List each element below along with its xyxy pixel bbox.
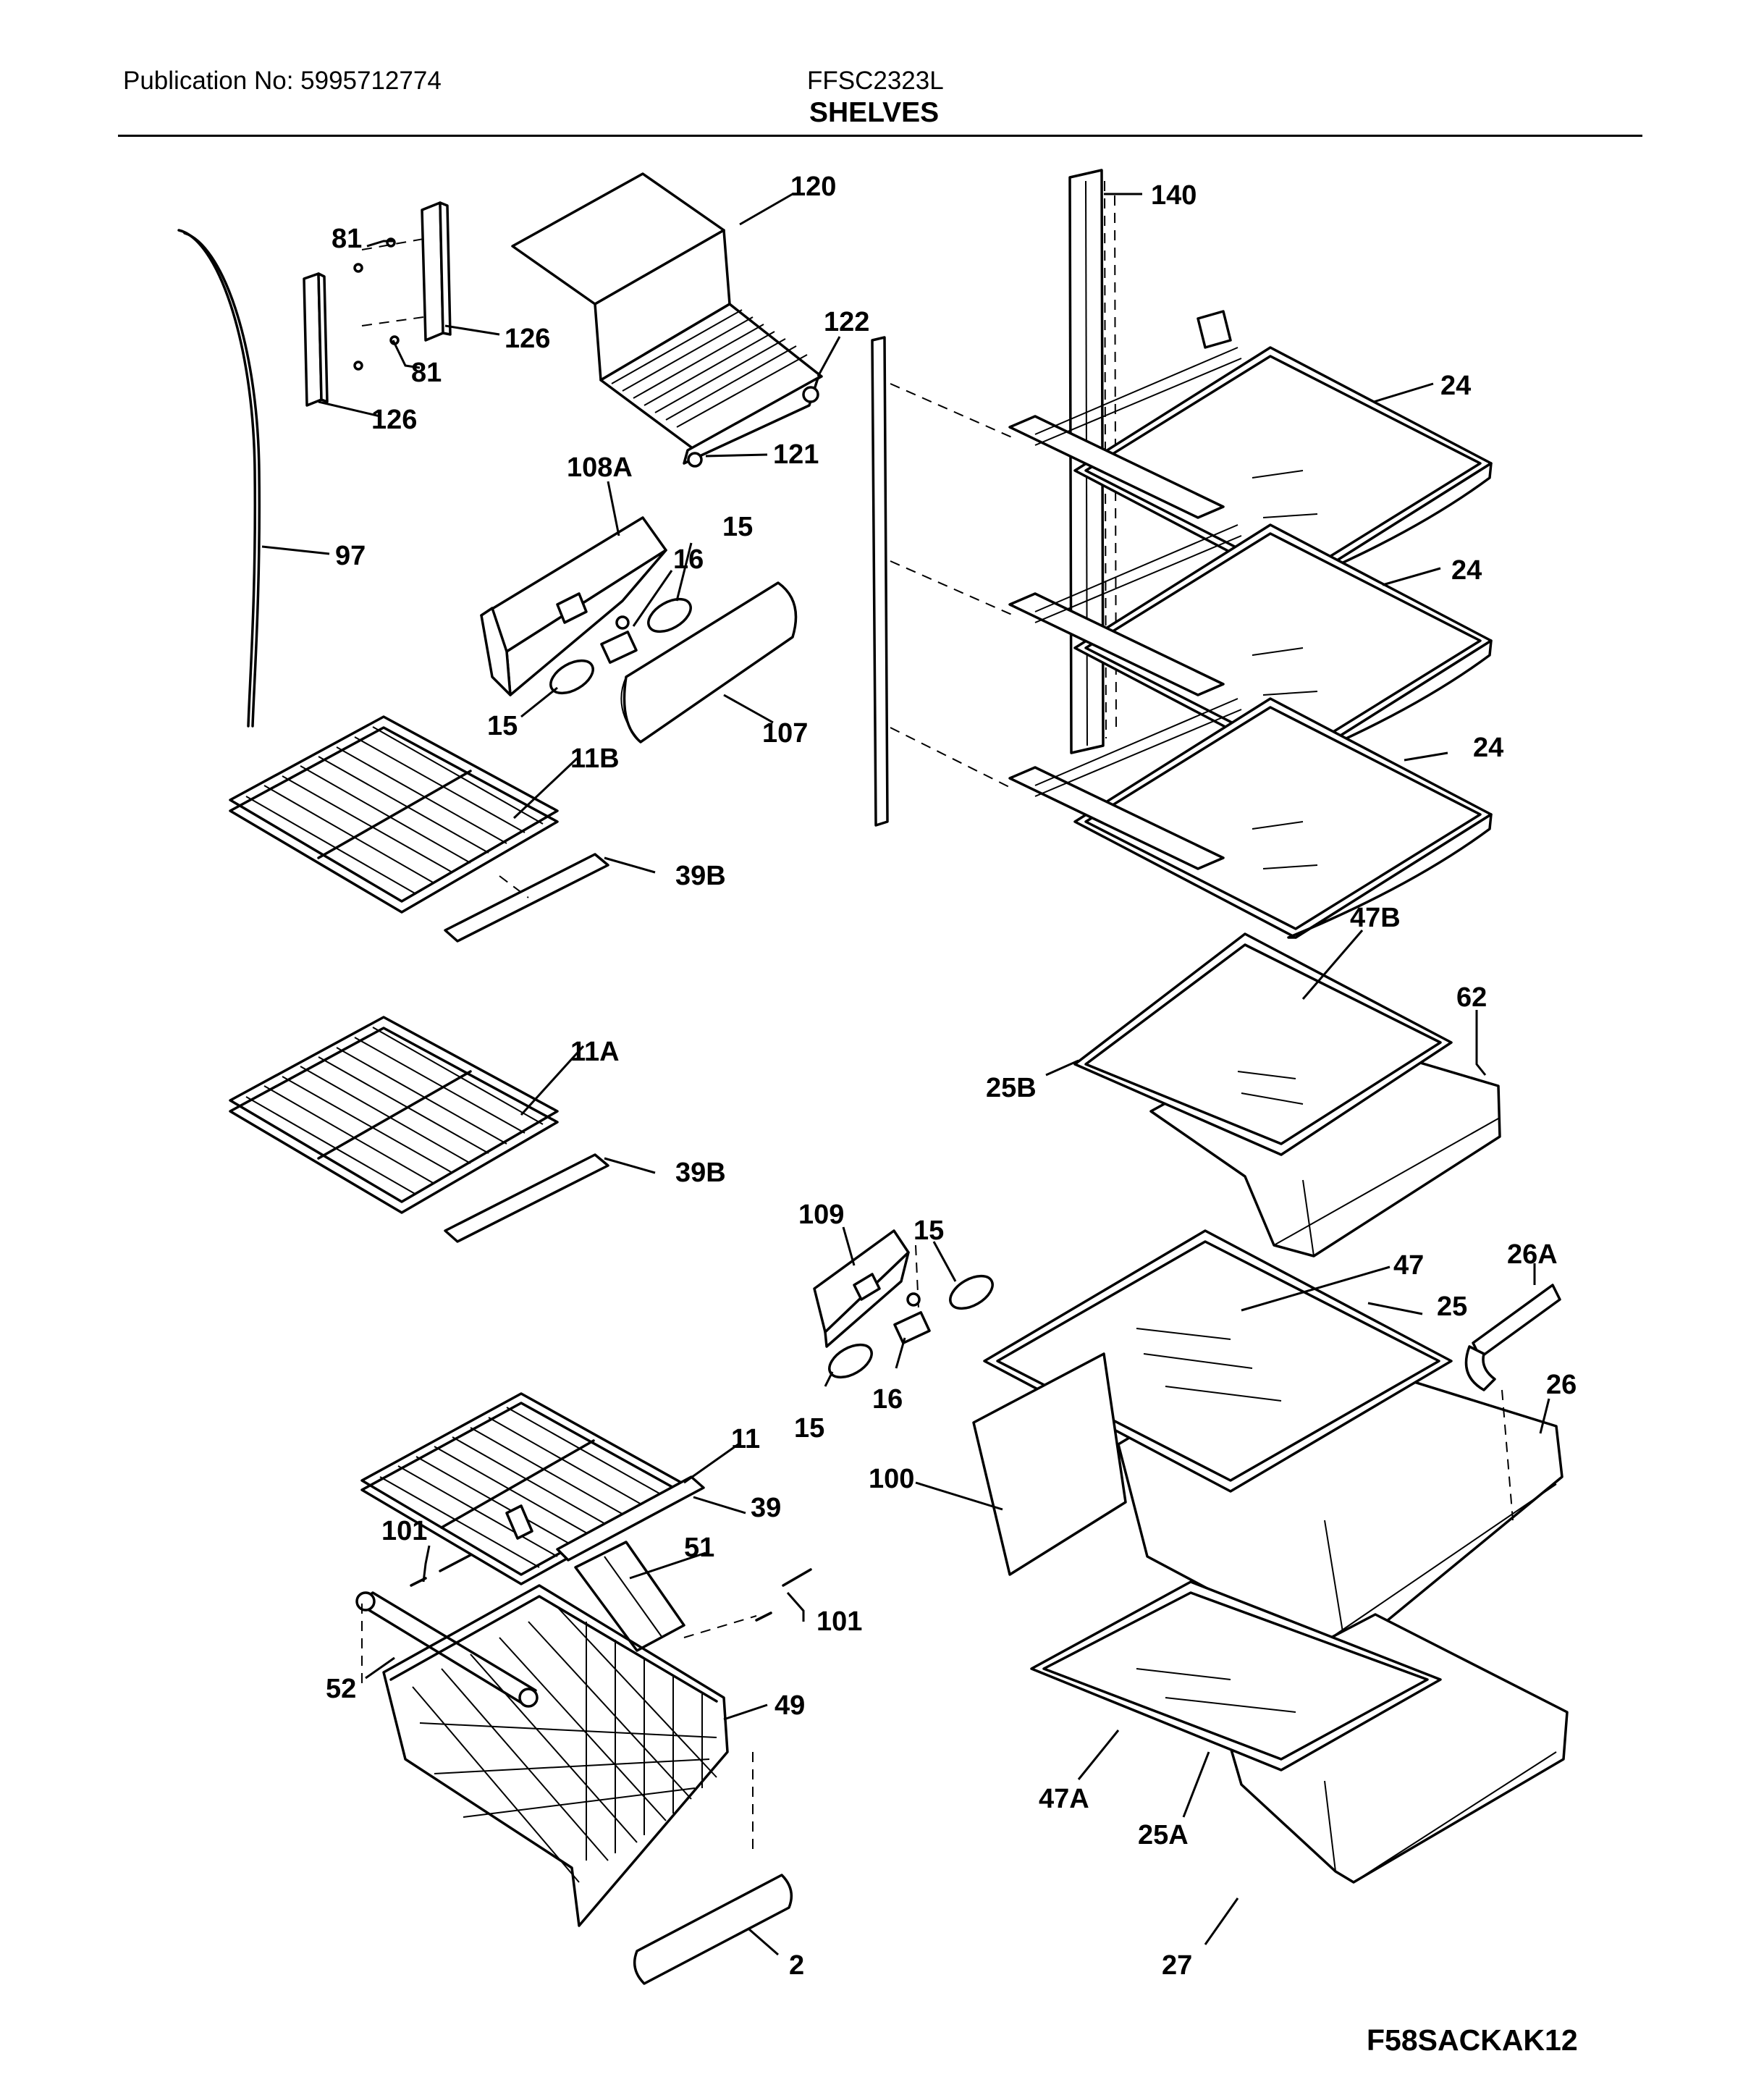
part-39B-trim-a [444, 853, 609, 943]
label-97: 97 [335, 541, 366, 571]
part-25-crisper-cover [983, 1229, 1453, 1493]
label-15-c: 15 [913, 1216, 944, 1246]
publication-number: Publication No: 5995712774 [123, 67, 442, 95]
part-16-socket-a [600, 615, 638, 664]
label-26A: 26A [1507, 1239, 1558, 1270]
label-2: 2 [789, 1950, 804, 1981]
page-title: SHELVES [809, 97, 940, 128]
part-97-tube [177, 229, 261, 728]
part-16-socket-b [893, 1292, 931, 1344]
part-11A-wire-shelf [229, 1016, 559, 1214]
label-47B: 47B [1350, 903, 1401, 933]
part-39B-trim-b [444, 1153, 609, 1243]
part-11B-wire-shelf [229, 715, 559, 914]
model-number: FFSC2323L [807, 67, 944, 95]
part-15-bulb-b [828, 1274, 994, 1379]
label-15-a: 15 [722, 512, 753, 542]
part-47-cover-glass [1136, 1328, 1282, 1402]
label-24-a: 24 [1440, 371, 1471, 401]
part-2-basket-trim [633, 1874, 793, 1985]
label-27: 27 [1162, 1950, 1192, 1981]
label-81-a: 81 [332, 224, 362, 254]
label-16-a: 16 [673, 544, 704, 575]
part-140-rail [871, 169, 1117, 827]
label-126-b: 126 [371, 405, 417, 435]
leader-lines [261, 193, 1550, 1956]
label-24-c: 24 [1473, 733, 1503, 763]
label-101-a: 101 [381, 1516, 427, 1546]
label-107: 107 [762, 718, 808, 749]
label-25B: 25B [986, 1073, 1037, 1103]
label-16-b: 16 [872, 1384, 903, 1415]
part-25A-crisper-cover [1030, 1580, 1442, 1771]
part-39-trim [556, 1475, 705, 1562]
label-52: 52 [326, 1674, 356, 1704]
part-25B-crisper-cover [1073, 932, 1453, 1156]
label-51: 51 [684, 1533, 714, 1563]
part-47A-cover-glass [1136, 1668, 1296, 1713]
label-15-d: 15 [794, 1413, 824, 1444]
part-24-glass-shelves [890, 310, 1493, 939]
label-101-b: 101 [816, 1606, 862, 1637]
label-11B: 11B [570, 743, 620, 774]
label-39B-b: 39B [675, 1158, 726, 1188]
label-39: 39 [751, 1493, 781, 1523]
part-26A-slide-bracket [1464, 1284, 1561, 1521]
label-15-b: 15 [487, 711, 518, 741]
label-26: 26 [1546, 1370, 1577, 1400]
label-81-b: 81 [411, 358, 442, 388]
label-47: 47 [1393, 1250, 1424, 1281]
label-121: 121 [773, 439, 819, 470]
label-47A: 47A [1039, 1784, 1089, 1814]
diagram-code: F58SACKAK12 [1367, 2023, 1578, 2057]
label-109: 109 [798, 1200, 844, 1230]
callout-labels: 120 140 81 126 81 122 126 121 24 108A 15… [326, 172, 1577, 1981]
label-120: 120 [790, 172, 836, 202]
part-47B-cover-glass [1237, 1071, 1304, 1105]
label-25A: 25A [1138, 1820, 1189, 1850]
part-15-bulb-a [549, 597, 692, 695]
part-108A-light-housing [480, 516, 667, 696]
part-107-light-shield [620, 581, 798, 743]
part-120-tray [511, 172, 823, 468]
label-140: 140 [1151, 180, 1197, 211]
label-24-b: 24 [1451, 555, 1482, 586]
part-109-light-housing [813, 1229, 920, 1348]
label-108A: 108A [567, 452, 633, 483]
part-100-divider [972, 1352, 1127, 1576]
label-49: 49 [775, 1690, 805, 1721]
part-49-wire-basket [361, 1584, 754, 1927]
label-126-a: 126 [505, 324, 550, 354]
label-39B-a: 39B [675, 861, 726, 891]
header-rule [118, 135, 1642, 137]
part-51-slide-rail [505, 1504, 685, 1652]
part-11-wire-shelf [360, 1392, 685, 1585]
label-11: 11 [731, 1424, 760, 1454]
label-25: 25 [1437, 1292, 1467, 1322]
label-122: 122 [824, 307, 869, 337]
label-62: 62 [1456, 982, 1487, 1013]
label-11A: 11A [570, 1037, 620, 1067]
label-100: 100 [869, 1464, 914, 1494]
